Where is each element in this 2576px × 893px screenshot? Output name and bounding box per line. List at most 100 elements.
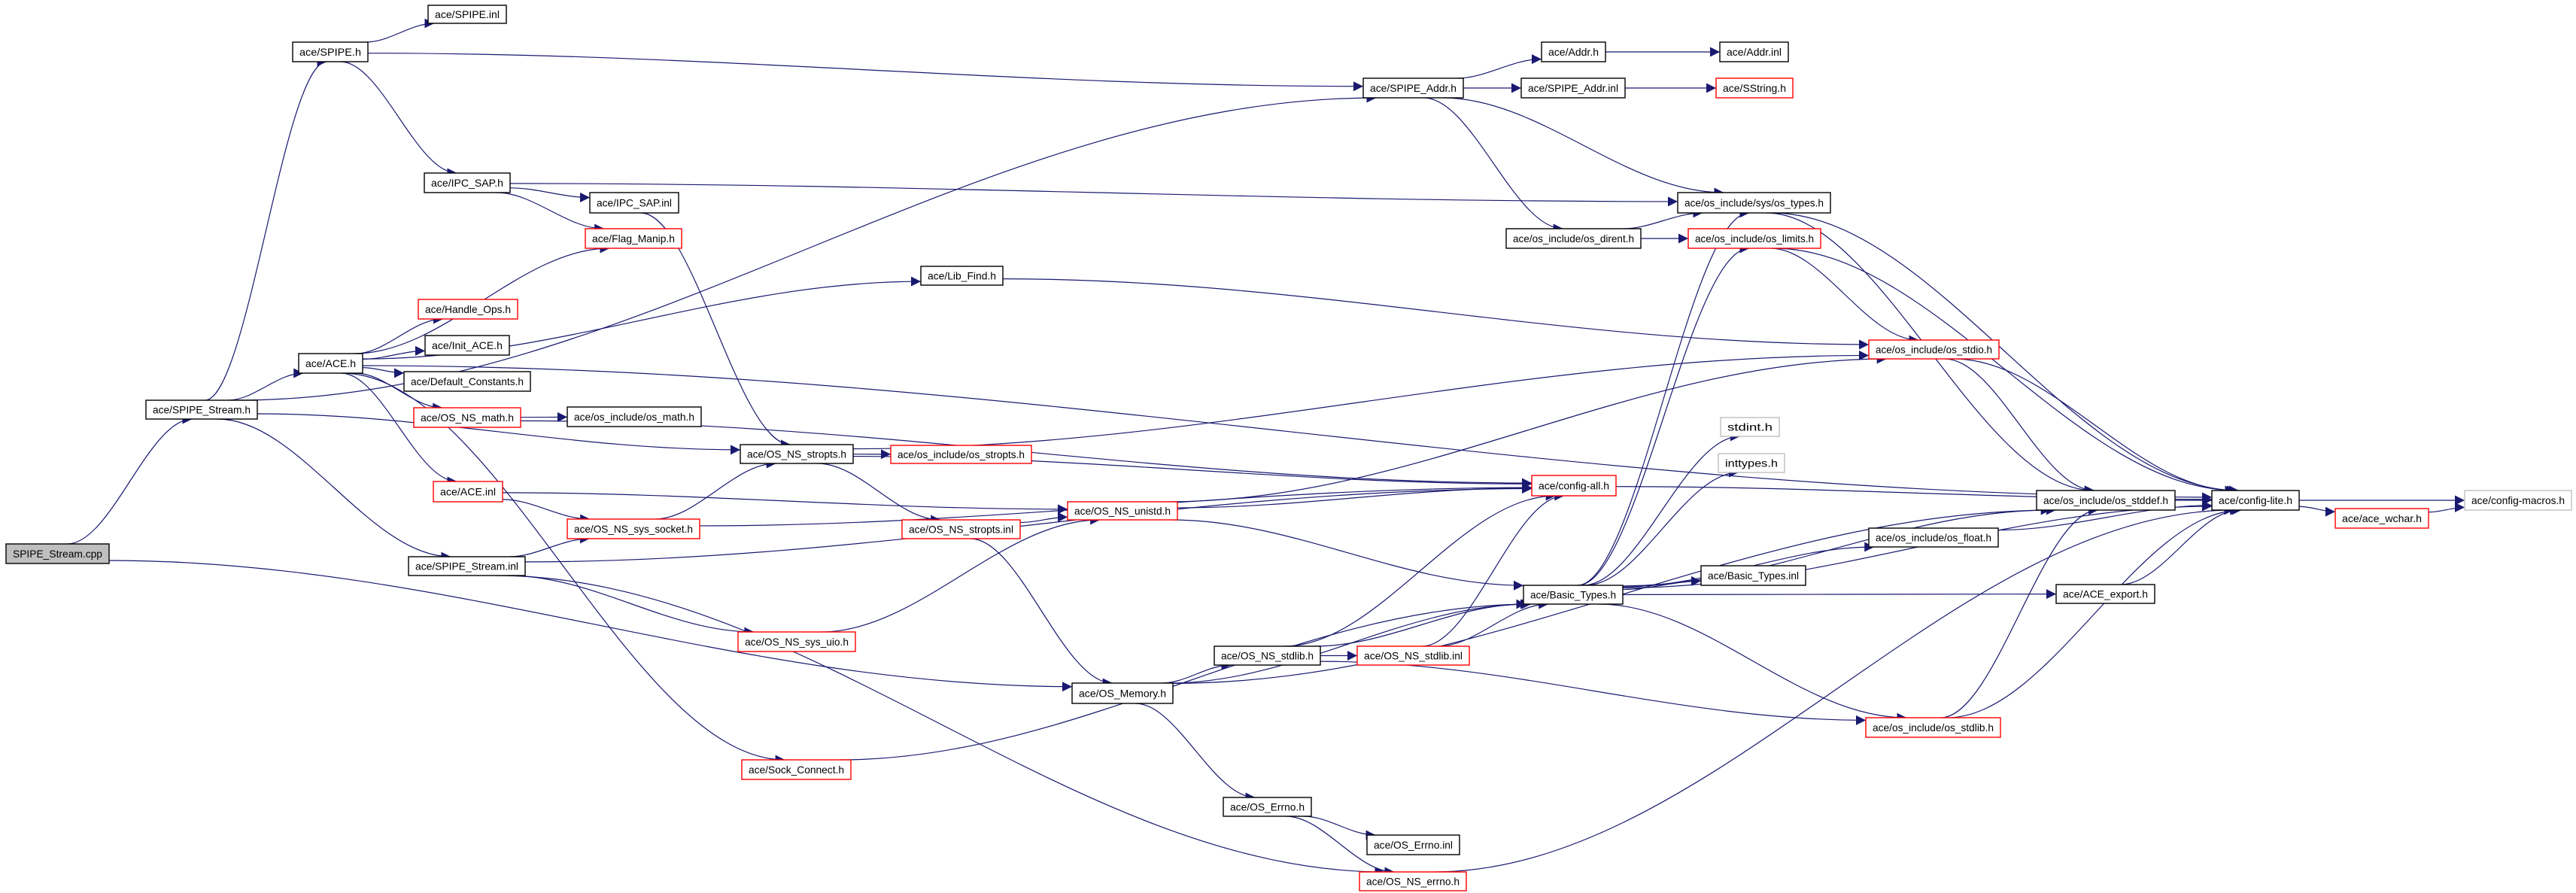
node-box — [427, 5, 507, 24]
node-box — [1523, 585, 1624, 605]
node-ace-inl[interactable]: ace/ACE.inl — [433, 481, 503, 503]
edge-os_ns_stdlib_inl-to-config_all — [1422, 491, 1565, 647]
node-os-ns-stdlib-inl[interactable]: ace/OS_NS_stdlib.inl — [1356, 645, 1470, 666]
node-os-math[interactable]: ace/os_include/os_math.h — [567, 406, 702, 427]
edge-os_stdio-to-os_stddef — [1944, 358, 2095, 496]
edge-spipe_stream_inl-to-os_ns_sys_socket — [509, 533, 590, 557]
node-spipe-addr-h[interactable]: ace/SPIPE_Addr.h — [1362, 77, 1464, 99]
node-box — [890, 445, 1032, 464]
node-label: ace/config-all.h — [1539, 480, 1609, 492]
node-label: ace/OS_NS_stropts.inl — [909, 524, 1013, 536]
node-label: ace/os_include/os_stddef.h — [2043, 494, 2168, 506]
node-os-ns-stropts-h[interactable]: ace/OS_NS_stropts.h — [740, 444, 854, 464]
edge-ace_export-to-config_lite — [2120, 505, 2240, 585]
node-label: ace/ace_wchar.h — [2342, 512, 2422, 524]
edge-cpp-to-spipe_stream_h — [67, 414, 193, 545]
node-basic-types-h[interactable]: ace/Basic_Types.h — [1523, 585, 1624, 605]
node-ace-h[interactable]: ace/ACE.h — [298, 353, 363, 374]
node-os-errno-inl[interactable]: ace/OS_Errno.inl — [1366, 834, 1460, 855]
node-os-float[interactable]: ace/os_include/os_float.h — [1868, 527, 1999, 548]
node-os-ns-stdlib-h[interactable]: ace/OS_NS_stdlib.h — [1214, 645, 1321, 666]
node-cpp[interactable]: SPIPE_Stream.cpp — [5, 543, 110, 564]
edge-os_ns_stdlib_inl-to-basic_types_h — [1438, 599, 1549, 647]
node-os-dirent[interactable]: ace/os_include/os_dirent.h — [1505, 228, 1642, 249]
node-ipc-sap-inl[interactable]: ace/IPC_SAP.inl — [589, 192, 679, 214]
node-label: ace/OS_NS_stropts.h — [747, 448, 846, 460]
edge-spipe_addr_h-to-addr_h — [1457, 54, 1542, 79]
node-spipe-addr-inl[interactable]: ace/SPIPE_Addr.inl — [1520, 77, 1626, 99]
node-inttypes[interactable]: inttypes.h — [1718, 453, 1785, 473]
node-label: ace/Lib_Find.h — [928, 270, 996, 282]
node-lib-find[interactable]: ace/Lib_Find.h — [920, 266, 1004, 286]
node-box — [1071, 682, 1174, 704]
node-box — [1868, 527, 1999, 548]
node-os-ns-sys-uio[interactable]: ace/OS_NS_sys_uio.h — [737, 631, 856, 652]
node-flag-manip[interactable]: ace/Flag_Manip.h — [585, 228, 682, 249]
node-os-stdlib[interactable]: ace/os_include/os_stdlib.h — [1865, 717, 2001, 738]
node-label: ace/os_include/os_stdlib.h — [1873, 721, 1994, 734]
node-box — [2055, 584, 2155, 604]
node-label: ace/OS_NS_math.h — [421, 412, 514, 424]
node-os-limits[interactable]: ace/os_include/os_limits.h — [1687, 228, 1821, 249]
node-os-ns-stropts-inl[interactable]: ace/OS_NS_stropts.inl — [901, 519, 1021, 539]
node-sstring[interactable]: ace/SString.h — [1715, 77, 1794, 99]
node-label: ace/IPC_SAP.h — [431, 177, 503, 189]
edge-os_stdlib-to-os_stddef — [1940, 505, 2099, 718]
node-os-ns-errno[interactable]: ace/OS_NS_errno.h — [1359, 871, 1467, 891]
node-label: ace/IPC_SAP.inl — [597, 197, 672, 209]
node-spipe-stream-h[interactable]: ace/SPIPE_Stream.h — [145, 399, 258, 420]
node-spipe-h[interactable]: ace/SPIPE.h — [292, 41, 369, 62]
node-os-stropts[interactable]: ace/os_include/os_stropts.h — [890, 445, 1032, 464]
node-box — [1700, 565, 1806, 586]
node-spipe-inl[interactable]: ace/SPIPE.inl — [427, 5, 507, 24]
edge-sock_connect-to-basic_types_h — [840, 599, 1532, 761]
node-ace-wchar[interactable]: ace/ace_wchar.h — [2334, 508, 2429, 529]
node-ace-export[interactable]: ace/ACE_export.h — [2055, 584, 2155, 604]
edge-basic_types_h-to-inttypes — [1585, 467, 1739, 586]
edge-os_ns_stdlib_h-to-basic_types_h — [1314, 599, 1526, 647]
node-box — [920, 266, 1004, 286]
node-os-types[interactable]: ace/os_include/sys/os_types.h — [1677, 192, 1831, 214]
node-box — [741, 759, 852, 780]
edge-config_lite-to-ace_wchar — [2298, 506, 2336, 517]
node-addr-inl[interactable]: ace/Addr.inl — [1719, 41, 1789, 62]
node-os-memory[interactable]: ace/OS_Memory.h — [1071, 682, 1174, 704]
edge-os_ns_stropts_inl-to-os_ns_unistd — [1019, 512, 1068, 524]
node-handle-ops[interactable]: ace/Handle_Ops.h — [418, 299, 518, 320]
node-box — [424, 335, 510, 356]
node-config-lite[interactable]: ace/config-lite.h — [2211, 490, 2300, 511]
edge-os_ns_stropts_h-to-os_ns_stropts_inl — [817, 463, 941, 525]
node-os-ns-sys-socket[interactable]: ace/OS_NS_sys_socket.h — [567, 518, 700, 539]
node-config-all[interactable]: ace/config-all.h — [1531, 475, 1617, 497]
edge-basic_types_h-to-stdint — [1583, 431, 1740, 586]
node-os-ns-unistd[interactable]: ace/OS_NS_unistd.h — [1067, 501, 1178, 521]
node-basic-types-inl[interactable]: ace/Basic_Types.inl — [1700, 565, 1806, 586]
edge-ace_h-to-ace_inl — [341, 372, 457, 487]
edge-ipc_sap_h-to-os_types — [509, 183, 1678, 207]
node-box — [1223, 797, 1312, 817]
node-sock-connect[interactable]: ace/Sock_Connect.h — [741, 759, 852, 780]
node-box — [567, 518, 700, 539]
node-os-stdio[interactable]: ace/os_include/os_stdio.h — [1868, 339, 2000, 360]
node-config-macros[interactable]: ace/config-macros.h — [2464, 490, 2572, 511]
node-spipe-stream-inl[interactable]: ace/SPIPE_Stream.inl — [408, 556, 526, 576]
node-label: ace/Basic_Types.inl — [1708, 570, 1799, 582]
node-os-errno-h[interactable]: ace/OS_Errno.h — [1223, 797, 1312, 817]
node-os-ns-math[interactable]: ace/OS_NS_math.h — [413, 407, 521, 428]
node-ipc-sap-h[interactable]: ace/IPC_SAP.h — [424, 172, 511, 193]
node-label: ace/Handle_Ops.h — [425, 303, 511, 315]
node-addr-h[interactable]: ace/Addr.h — [1541, 41, 1606, 62]
edge-os_ns_stropts_h-to-os_stdio — [852, 350, 1870, 450]
edge-ipc_sap_h-to-ipc_sap_inl — [509, 187, 591, 202]
node-box — [1531, 475, 1617, 497]
node-default-constants[interactable]: ace/Default_Constants.h — [403, 371, 531, 392]
node-os-stddef[interactable]: ace/os_include/os_stddef.h — [2036, 490, 2176, 511]
node-stdint[interactable]: stdint.h — [1720, 417, 1780, 437]
node-box — [740, 444, 854, 464]
node-label: ace/SPIPE.inl — [435, 8, 500, 20]
node-box — [1362, 77, 1464, 99]
edge-os_types-to-config_lite — [1771, 212, 2240, 496]
node-init-ace[interactable]: ace/Init_ACE.h — [424, 335, 510, 356]
edge-lib_find-to-os_stdio — [1002, 278, 1870, 350]
node-box — [413, 407, 521, 428]
